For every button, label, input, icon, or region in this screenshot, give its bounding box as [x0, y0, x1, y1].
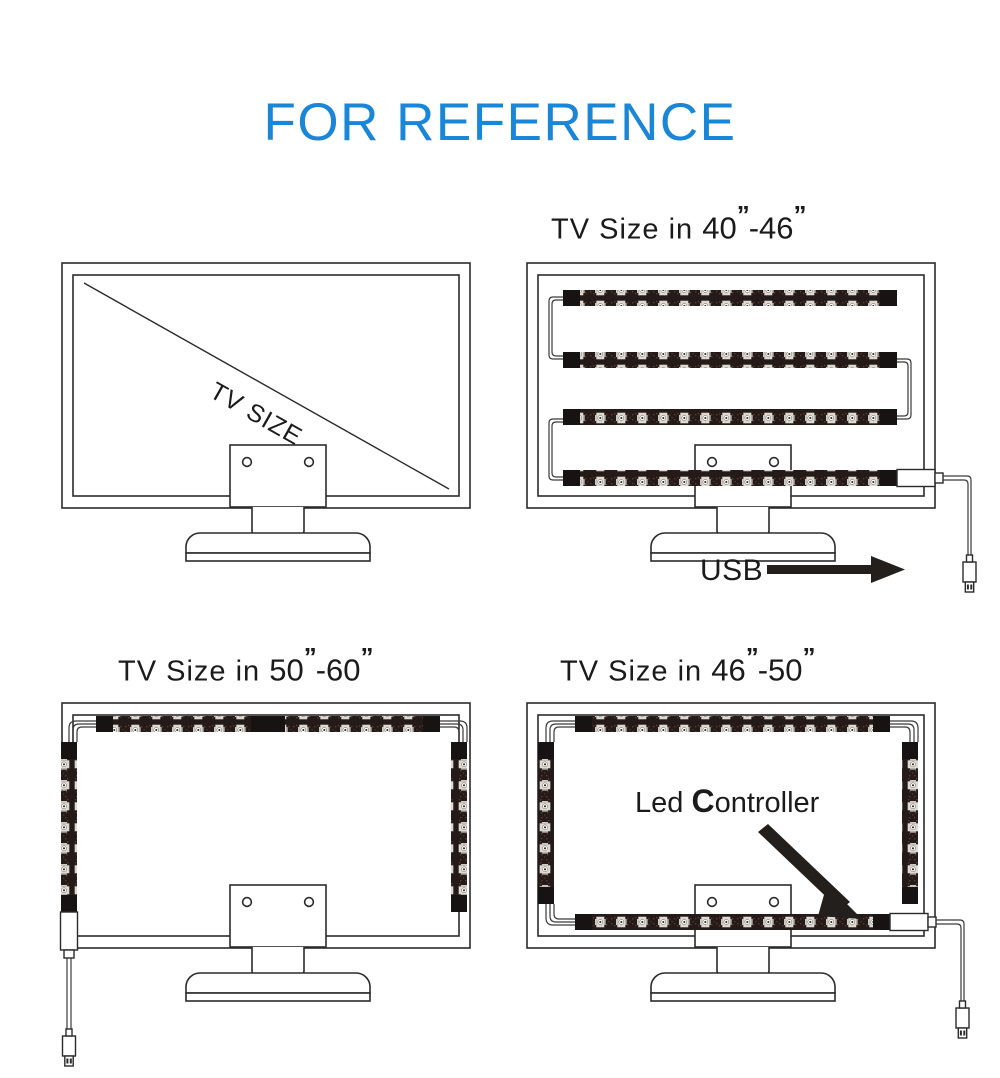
usb-arrow-icon: [767, 556, 905, 583]
panel-tv-50-60: [59, 702, 471, 1067]
panel-caption-50-60: TV Size in 50”-60”: [118, 644, 374, 688]
led-controller-label: Led Controller: [635, 783, 820, 819]
usb-plug-icon: [955, 1000, 970, 1039]
page-title: FOR REFERENCE: [263, 93, 737, 152]
caption-from: 46: [711, 652, 746, 688]
led-strip-right: [451, 742, 467, 912]
caption-sep: -: [748, 210, 760, 246]
panel-tv-40-46: USB: [526, 262, 977, 593]
usb-cable: [936, 919, 965, 1008]
led-strip-top-left: [96, 716, 268, 732]
led-strip-left: [538, 742, 554, 904]
caption-to: 46: [759, 210, 794, 246]
caption-prefix: TV Size in: [118, 655, 270, 688]
caption-unit-1: ”: [745, 642, 759, 672]
strip-link-wires: [545, 720, 919, 926]
tv-size-diagonal-line: [83, 282, 450, 490]
led-strip-right: [902, 742, 918, 904]
panel-caption-40-46: TV Size in 40”-46”: [551, 202, 807, 246]
led-strip-bottom: [575, 914, 890, 930]
strip-link-wires: [68, 720, 468, 742]
usb-plug-icon: [61, 1028, 77, 1067]
led-strip-left: [61, 742, 77, 912]
usb-cable: [66, 958, 72, 1036]
caption-to: 50: [768, 652, 803, 688]
led-strip-row-3: [563, 409, 897, 425]
led-controller-label-lead: Led: [635, 787, 691, 819]
caption-unit-2: ”: [802, 642, 816, 672]
led-controller-box: [59, 911, 79, 959]
led-strip-row-2: [563, 352, 897, 368]
led-controller-box: [896, 468, 944, 488]
caption-unit-1: ”: [736, 200, 750, 230]
caption-to: 60: [326, 652, 361, 688]
caption-prefix: TV Size in: [551, 213, 703, 246]
caption-unit-1: ”: [303, 642, 317, 672]
led-controller-box: [889, 912, 937, 932]
caption-prefix: TV Size in: [560, 655, 712, 688]
caption-unit-2: ”: [360, 642, 374, 672]
panel-tv-size-reference: TV SIZE: [61, 262, 471, 562]
strip-link-wires: [548, 296, 912, 481]
usb-label: USB: [700, 554, 763, 587]
usb-cable: [943, 475, 972, 562]
usb-plug-icon: [962, 554, 977, 593]
panel-tv-46-50: Led Controller: [526, 702, 970, 1039]
led-strip-top: [575, 716, 890, 732]
led-strip-row-1: [563, 290, 897, 306]
caption-unit-2: ”: [793, 200, 807, 230]
led-controller-arrow-icon: [758, 824, 862, 919]
led-controller-label-bold: C: [691, 783, 714, 819]
led-strip-row-4: [563, 470, 897, 486]
caption-sep: -: [315, 652, 327, 688]
tv-chassis: [61, 702, 471, 1002]
caption-sep: -: [757, 652, 769, 688]
caption-from: 50: [269, 652, 304, 688]
led-strip-top-right: [268, 716, 440, 732]
caption-from: 40: [702, 210, 737, 246]
led-controller-label-rest: ontroller: [715, 787, 820, 819]
tv-chassis: [526, 702, 936, 1002]
panel-caption-46-50: TV Size in 46”-50”: [560, 644, 816, 688]
